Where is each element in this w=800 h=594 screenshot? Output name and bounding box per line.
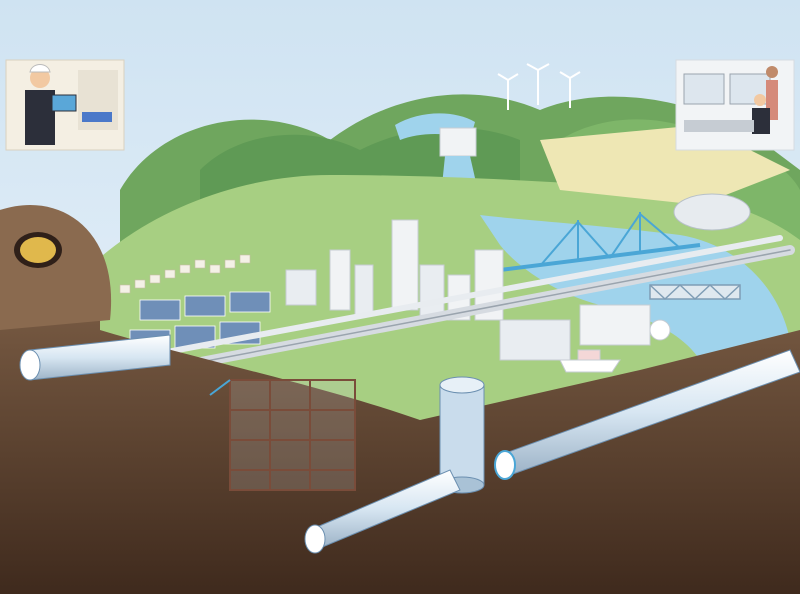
factory <box>499 304 671 361</box>
construction-worker-tablet-inset <box>5 59 125 151</box>
wind-turbines <box>497 63 581 110</box>
vertical-shaft <box>439 376 485 494</box>
tunnel-portal <box>14 232 62 268</box>
residential-houses <box>119 254 251 294</box>
cable-stayed-bridge <box>499 212 701 272</box>
control-room-operators-inset <box>675 59 795 151</box>
shield-tunnel-boring-machine <box>494 349 800 480</box>
harbor-ship <box>559 349 621 373</box>
underground-soil <box>0 207 800 594</box>
underground-pipe <box>19 334 171 381</box>
truss-bridge <box>649 283 741 301</box>
underground-tunnel-lower <box>304 469 461 554</box>
construction-site-steel-frame <box>209 379 356 491</box>
stadium-dome <box>673 193 751 231</box>
